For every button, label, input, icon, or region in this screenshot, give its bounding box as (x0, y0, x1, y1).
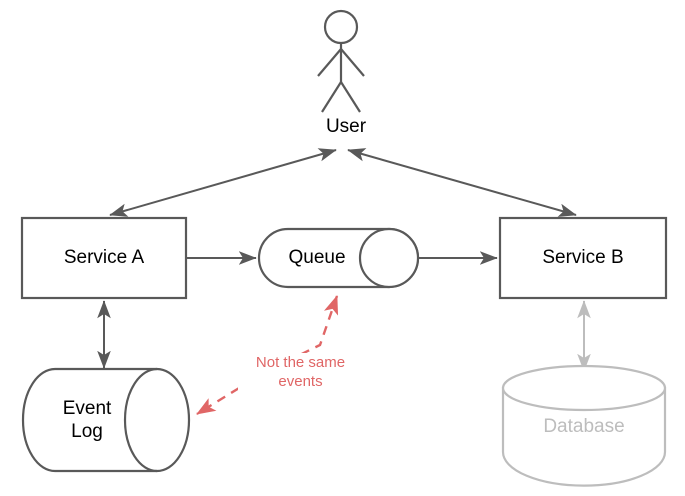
node-user[interactable] (317, 9, 365, 113)
node-event-log[interactable] (21, 367, 191, 473)
edge-queue-event-log[interactable] (196, 295, 339, 416)
edge-user-service-b[interactable] (347, 148, 577, 217)
node-service-a[interactable] (20, 216, 188, 300)
edge-user-service-a[interactable] (109, 148, 337, 217)
node-service-b[interactable] (498, 216, 668, 300)
node-database[interactable] (501, 364, 667, 487)
node-queue[interactable] (257, 227, 420, 289)
